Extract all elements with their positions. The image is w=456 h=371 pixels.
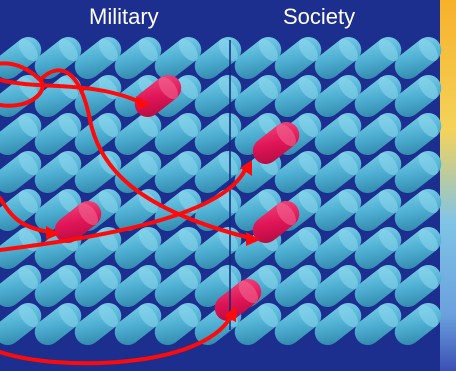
cylinder (390, 70, 447, 123)
cylinder (390, 32, 447, 85)
highlighted-cylinder (130, 70, 187, 123)
cylinder (390, 184, 447, 237)
cylinder (390, 260, 447, 313)
cylinder (390, 146, 447, 199)
military-column-label: Military (89, 4, 159, 30)
society-column-label: Society (283, 4, 355, 30)
cylinder (390, 298, 447, 351)
cylinder (390, 108, 447, 161)
cylinder (390, 222, 447, 275)
